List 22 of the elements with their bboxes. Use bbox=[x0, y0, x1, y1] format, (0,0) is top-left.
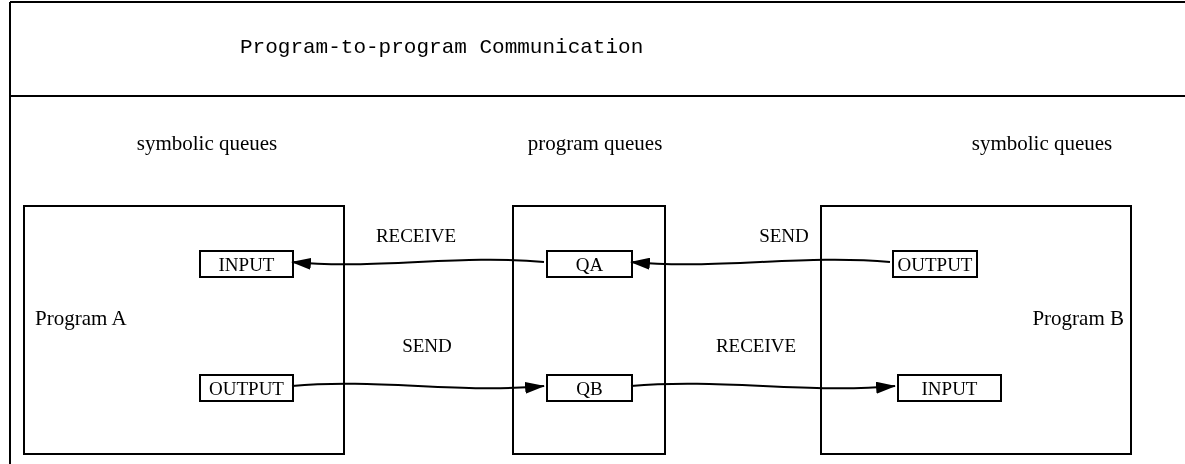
queue-name: OUTPUT bbox=[897, 254, 973, 274]
program-label: Program B bbox=[1032, 305, 1124, 332]
queue-name: QA bbox=[575, 254, 604, 274]
column-heading: symbolic queues bbox=[970, 130, 1114, 157]
arrow bbox=[630, 381, 896, 394]
column-heading: program queues bbox=[526, 130, 664, 157]
queue-box bbox=[892, 250, 978, 278]
queue-box bbox=[546, 250, 633, 278]
arrow bbox=[291, 257, 545, 270]
queue-box bbox=[546, 374, 633, 402]
arrow bbox=[291, 381, 545, 394]
queue-box bbox=[199, 250, 294, 278]
queue-box bbox=[897, 374, 1002, 402]
arrow bbox=[630, 257, 891, 270]
column-heading: symbolic queues bbox=[135, 130, 279, 157]
queue-box bbox=[199, 374, 294, 402]
queue-name: INPUT bbox=[218, 254, 275, 274]
queue-name: OUTPUT bbox=[209, 378, 284, 398]
diagram-title: Program-to-program Communication bbox=[240, 35, 640, 61]
queue-name: INPUT bbox=[921, 378, 978, 398]
program-label: Program A bbox=[35, 305, 127, 332]
queue-name: QB bbox=[576, 378, 603, 398]
